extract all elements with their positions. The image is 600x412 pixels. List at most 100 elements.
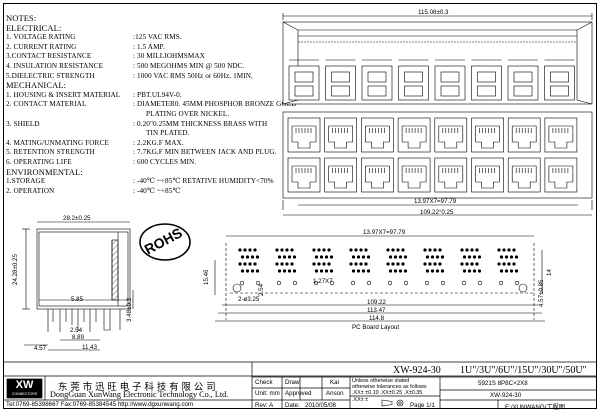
top-port-window — [404, 71, 423, 83]
pcb-pin-hole — [430, 255, 435, 259]
mechanical-spec-value: : 0.20"0.25MM THICKNESS BRASS WITH — [133, 119, 268, 128]
pcb-pin-hole — [275, 262, 279, 266]
pcb-pin-hole — [243, 262, 247, 266]
pcb-pin-hole — [440, 255, 445, 259]
pcb-pin-hole — [292, 269, 297, 273]
page-number: Page 1/1 — [410, 402, 435, 409]
electrical-spec-value: : 1.5 AMP. — [133, 42, 165, 51]
environmental-spec-value: : -40℃ ~+85℃ RETATIVE HUMIDITY<70% — [133, 177, 274, 186]
tolerance-line-4: .XX± ± — [352, 397, 369, 403]
mechanical-spec-value: : PBT.UL94V-0. — [133, 90, 182, 99]
pcb-pin-hole — [319, 255, 324, 259]
drawing-sheet — [3, 3, 597, 409]
top-port — [288, 65, 320, 101]
pcb-pin-hole — [475, 248, 479, 252]
pcb-pin-hole — [507, 262, 511, 266]
draw-label: Draw — [285, 379, 300, 386]
rj45-port — [507, 157, 541, 193]
pcb-pin-hole — [512, 262, 516, 266]
mechanical-spec-row: 2. CONTACT MATERIAL: DIAMETER0. 45MM PHO… — [6, 100, 296, 110]
rj45-port — [507, 117, 541, 153]
electrical-spec-label: 2. CURRENT RATING — [6, 42, 77, 51]
dim-pcb-11347: 113.47 — [367, 307, 386, 314]
pcb-pin-hole — [467, 255, 472, 259]
electrical-spec-value: : 30 MILLIOHMSMAX — [133, 52, 205, 61]
pcb-led-hole — [498, 280, 504, 286]
pcb-led-hole — [403, 280, 409, 286]
pcb-layout-caption: PC Board Layout — [352, 324, 400, 331]
electrical-spec-value: :125 VAC RMS. — [133, 33, 182, 42]
pcb-led-hole — [387, 280, 393, 286]
pcb-pin-hole — [425, 255, 430, 259]
rohs-stamp-outline — [139, 223, 191, 261]
pcb-pin-hole — [504, 269, 509, 273]
pcb-pin-hole — [396, 248, 400, 252]
rj45-opening — [475, 165, 500, 189]
pcb-pin-hole — [356, 269, 361, 273]
pcb-pin-hole — [287, 255, 292, 259]
pcb-pin-hole — [253, 248, 257, 252]
rj45-port — [324, 117, 358, 153]
port-view — [282, 111, 593, 216]
pcb-pin-hole — [364, 262, 368, 266]
mechanical-spec-row: 3. SHIELD: 0.20"0.25MM THICKNESS BRASS W… — [6, 120, 267, 130]
pcb-pin-hole — [386, 262, 390, 266]
pcb-pin-hole — [438, 262, 442, 266]
top-port — [361, 65, 393, 101]
pcb-pin-hole — [277, 255, 282, 259]
dim-pcb-254: 2.54 — [258, 283, 265, 296]
pcb-pin-hole — [440, 269, 445, 273]
pcb-pin-hole — [477, 255, 482, 259]
pcb-pin-hole — [361, 255, 366, 259]
top-port — [544, 65, 575, 101]
pcb-pin-hole — [324, 255, 329, 259]
pcb-pin-hole — [398, 255, 403, 259]
pcb-led-hole — [424, 280, 430, 286]
pcb-pin-hole — [435, 255, 440, 259]
pcb-pin-hole — [428, 262, 432, 266]
electrical-spec-label: 5.DIELECTRIC STRENGTH — [6, 71, 95, 80]
pcb-pin-hole — [393, 269, 398, 273]
pcb-pin-hole — [356, 255, 361, 259]
pcb-pin-hole — [502, 248, 506, 252]
environmental-spec-row: 2. OPERATION: -40℃ ~+85℃ — [6, 187, 180, 197]
electrical-spec-row: 3.CONTACT RESISTANCE: 30 MILLIOHMSMAX — [6, 52, 205, 62]
pcb-pin-hole — [366, 255, 371, 259]
dim-585: 5.85 — [71, 296, 84, 303]
pcb-pin-hole — [327, 248, 331, 252]
dim-3481: 3.48±0.3 — [126, 297, 133, 322]
pcb-pin-hole — [250, 269, 255, 273]
rj45-port — [544, 117, 578, 153]
pcb-pin-hole — [423, 262, 427, 266]
pcb-pin-hole — [514, 269, 519, 273]
mechanical-spec-row: PLATING OVER NICKEL. — [6, 110, 229, 120]
pcb-pin-hole — [292, 255, 297, 259]
electrical-spec-value: : 500 MEGOHMS MIN @ 500 NDC. — [133, 61, 245, 70]
mechanical-spec-row: 1. HOUSING & INSERT MATERIAL: PBT.UL94V-… — [6, 91, 182, 101]
pcb-pin-hole — [329, 269, 334, 273]
pcb-pin-hole — [403, 269, 408, 273]
pcb-pin-hole — [401, 248, 405, 252]
mechanical-spec-label: 5. RETENTION STRENGTH — [6, 148, 95, 157]
pcb-pin-hole — [470, 262, 474, 266]
pcb-pin-hole — [428, 248, 432, 252]
rj45-opening — [401, 165, 427, 189]
pcb-pin-hole — [460, 248, 464, 252]
dim-side-width: 28.2±0.25 — [63, 215, 91, 222]
pcb-pin-hole — [238, 248, 242, 252]
top-view — [282, 13, 593, 105]
mechanical-heading: MECHANICAL: — [6, 80, 67, 91]
top-port-window — [550, 71, 569, 83]
pcb-pin-hole — [386, 248, 390, 252]
pcb-pin-hole — [322, 248, 326, 252]
electrical-spec-row: 4. INSULATION RESISTANCE: 500 MEGOHMS MI… — [6, 62, 244, 72]
pcb-pin-hole — [359, 248, 363, 252]
pcb-pin-hole — [388, 255, 393, 259]
dim-pitch-2: 13.97X7=97.79 — [363, 229, 406, 236]
company-contact: Tel:0769-85398667 Fax:0769-85384545 http… — [6, 401, 194, 408]
mechanical-spec-label: 6. OPERATING LIFE — [6, 157, 72, 166]
top-port — [434, 65, 466, 101]
company-name-en: DongGuan XunWang Electronic Technology C… — [50, 390, 229, 399]
logo-box — [6, 378, 43, 399]
